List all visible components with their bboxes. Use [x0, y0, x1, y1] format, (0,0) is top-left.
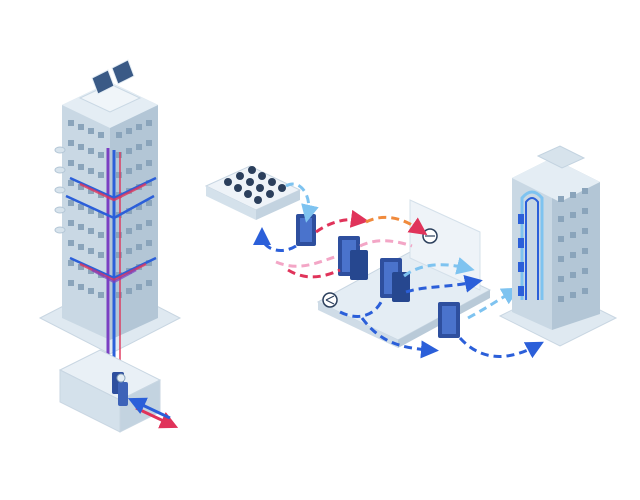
- plate-heat-exchanger-icon: [296, 214, 316, 246]
- heat-exchanger-4: [438, 302, 460, 338]
- lower-floor-branches: [69, 256, 157, 284]
- balconies: [54, 146, 66, 234]
- right-building: [498, 145, 618, 347]
- right-building-loop: [518, 190, 544, 300]
- heat-exchanger-3: [380, 258, 410, 302]
- left-tower: [38, 59, 182, 433]
- solar-panel-icon: [91, 59, 135, 95]
- central-plant: [204, 165, 544, 359]
- pump-icon: [422, 228, 438, 244]
- left-tower-risers: [106, 148, 121, 372]
- central-flow-loops: [253, 182, 544, 359]
- heat-exchanger-2: [338, 236, 368, 280]
- basement-plant-room: [58, 349, 179, 433]
- pump-icon: [112, 372, 128, 406]
- dry-cooler-icon: [204, 165, 302, 220]
- upper-floor-branches: [65, 176, 157, 220]
- right-building-roof: [512, 158, 600, 202]
- pump-icon: [322, 292, 338, 308]
